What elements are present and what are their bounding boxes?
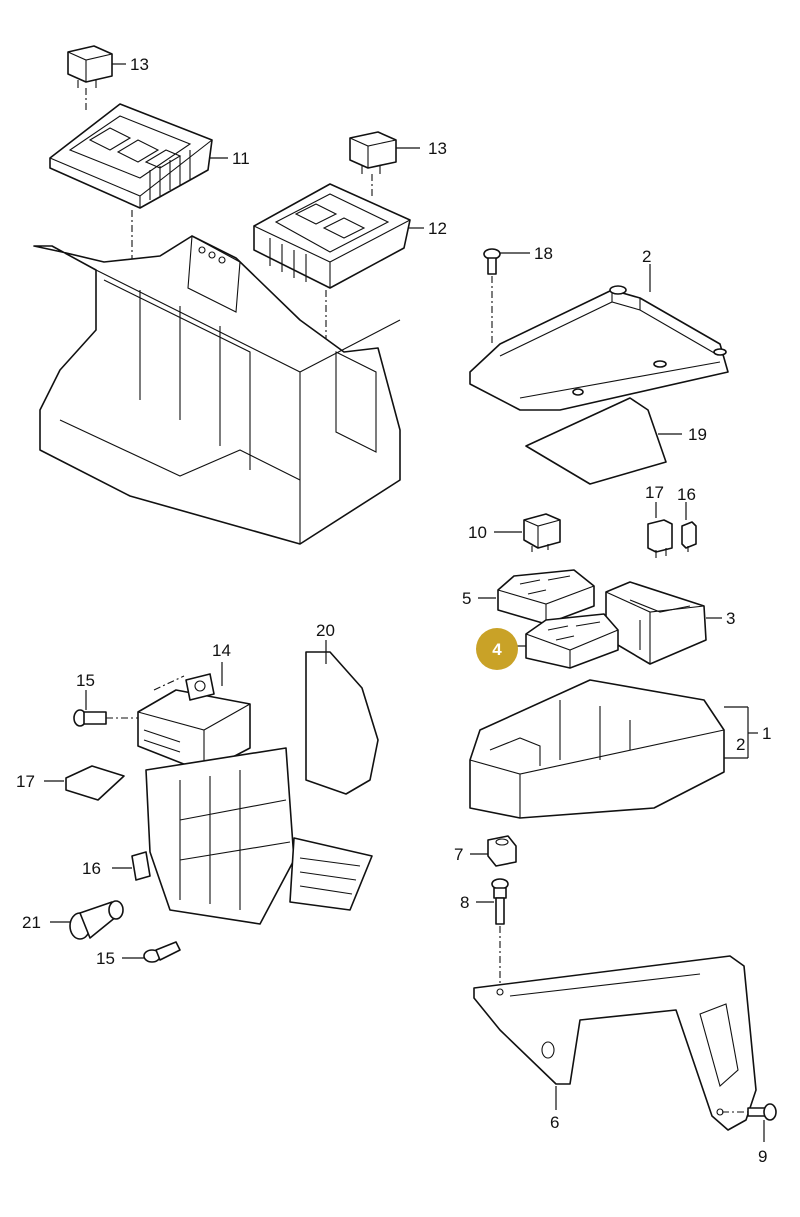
callout-8: 8 bbox=[460, 893, 469, 912]
screw-15-upper bbox=[73, 709, 107, 727]
relay-carrier-12 bbox=[253, 183, 411, 289]
fuse-carrier-3 bbox=[605, 581, 707, 665]
fuse-box-14 bbox=[137, 673, 251, 773]
relay-10 bbox=[523, 513, 561, 552]
callout-11: 11 bbox=[232, 149, 250, 168]
mounting-tray bbox=[33, 235, 401, 545]
nut-7 bbox=[487, 835, 517, 867]
relay-carrier-11 bbox=[49, 103, 213, 209]
bracket-6 bbox=[473, 955, 757, 1131]
callout-1: 1 bbox=[762, 724, 771, 743]
plug-21 bbox=[69, 900, 124, 940]
callout-13b: 13 bbox=[428, 139, 447, 158]
callout-3: 3 bbox=[726, 609, 735, 628]
cover-2 bbox=[469, 285, 729, 411]
callout-17a: 17 bbox=[645, 483, 664, 502]
callout-9: 9 bbox=[758, 1147, 767, 1166]
screw-15-lower bbox=[143, 941, 181, 963]
fuse-17-lower bbox=[65, 765, 125, 801]
callout-21: 21 bbox=[22, 913, 41, 932]
relay-13-lower bbox=[349, 131, 397, 174]
callout-2b: 2 bbox=[736, 735, 745, 754]
callout-15a: 15 bbox=[76, 671, 95, 690]
callout-15b: 15 bbox=[96, 949, 115, 968]
fuse-carrier-5 bbox=[497, 569, 595, 625]
callout-16b: 16 bbox=[82, 859, 101, 878]
callout-19: 19 bbox=[688, 425, 707, 444]
fuse-carrier-4 bbox=[525, 613, 619, 669]
callout-10: 10 bbox=[468, 523, 487, 542]
fuse-16-lower bbox=[131, 851, 151, 881]
callout-14: 14 bbox=[212, 641, 231, 660]
fuse-16-top bbox=[681, 521, 697, 552]
screw-9 bbox=[747, 1103, 777, 1121]
callout-5: 5 bbox=[462, 589, 471, 608]
callout-7: 7 bbox=[454, 845, 463, 864]
callout-12: 12 bbox=[428, 219, 447, 238]
callout-6: 6 bbox=[550, 1113, 559, 1132]
relay-13-upper bbox=[67, 45, 113, 88]
screw-18 bbox=[483, 248, 501, 275]
callout-20: 20 bbox=[316, 621, 335, 640]
lower-housing-2 bbox=[469, 679, 725, 819]
callout-2a: 2 bbox=[642, 247, 651, 266]
highlight-badge-4: 4 bbox=[476, 628, 518, 670]
connector-block bbox=[145, 747, 373, 925]
cover-20 bbox=[305, 651, 379, 795]
gasket-19 bbox=[525, 397, 667, 485]
callout-18: 18 bbox=[534, 244, 553, 263]
callout-13a: 13 bbox=[130, 55, 149, 74]
highlight-label: 4 bbox=[492, 640, 502, 659]
callout-16a: 16 bbox=[677, 485, 696, 504]
fuse-17-top bbox=[647, 519, 673, 558]
bolt-8 bbox=[491, 878, 509, 925]
callout-17b: 17 bbox=[16, 772, 35, 791]
